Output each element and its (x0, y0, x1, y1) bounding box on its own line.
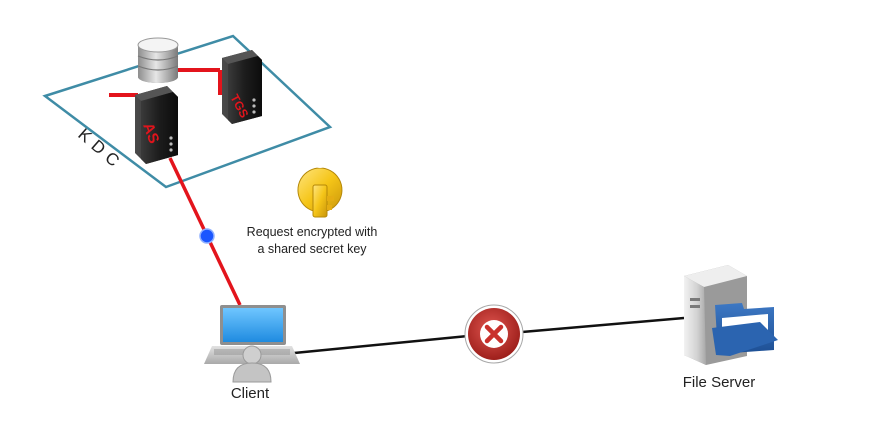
database-icon (137, 37, 179, 83)
folder-icon (712, 303, 778, 356)
user-avatar-icon (232, 345, 272, 383)
key-icon (297, 158, 343, 218)
block-server-link (521, 316, 685, 334)
tgs-device (222, 50, 262, 124)
message-line-1: Request encrypted with (247, 225, 378, 239)
file-server-label: File Server (683, 374, 756, 391)
blocked-connection-icon (464, 304, 524, 364)
packet-dot (199, 228, 215, 244)
client-label: Client (231, 385, 270, 402)
kdc-internal-links (109, 68, 222, 97)
client-block-link (283, 334, 469, 356)
message-line-2: a shared secret key (257, 242, 367, 256)
kdc-platform (42, 34, 333, 189)
as-label: AS (139, 121, 162, 146)
as-device (135, 86, 178, 164)
